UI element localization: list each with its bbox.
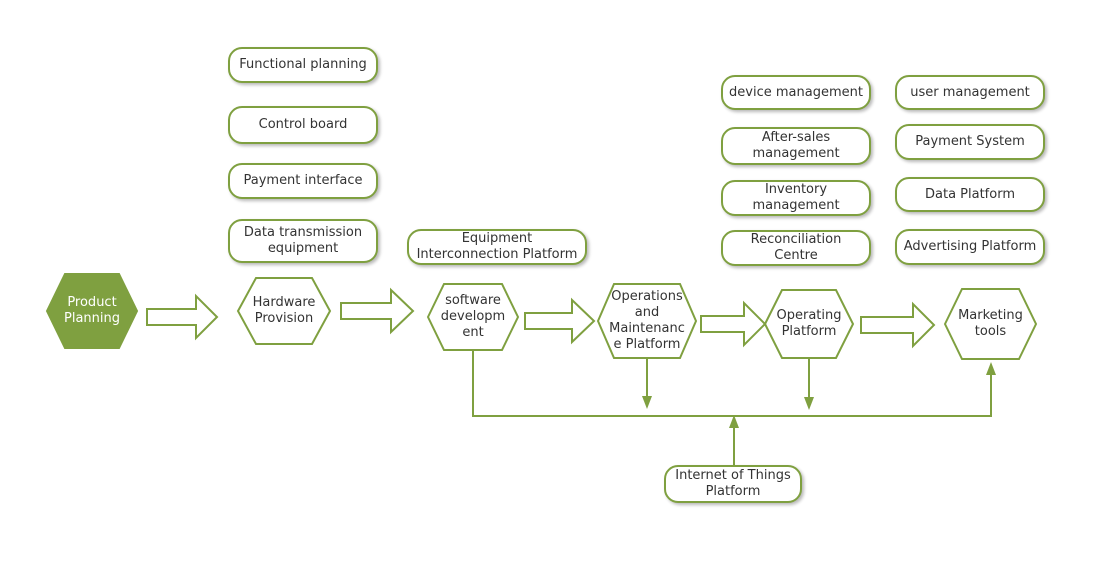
stage-product-planning: Product Planning (47, 274, 137, 348)
hex-hardware-provision (236, 277, 332, 345)
arrowhead-marketing (986, 362, 996, 375)
block-arrow-3 (524, 297, 596, 345)
hex-software-development (426, 283, 520, 351)
operating-component: Data Platform (895, 177, 1045, 212)
block-arrow-4 (700, 300, 767, 348)
hex-marketing-tools (943, 288, 1038, 360)
hardware-component: Data transmission equipment (228, 219, 378, 263)
block-arrow-5 (860, 301, 936, 349)
stage-operations-maintenance: Operations and Maintenanc e Platform (604, 284, 690, 358)
hardware-component: Payment interface (228, 163, 378, 199)
stage-label: Hardware Provision (252, 295, 316, 326)
stage-hardware-provision: Hardware Provision (238, 278, 330, 344)
hardware-component: Control board (228, 106, 378, 144)
bus-line (472, 350, 992, 417)
iot-platform: Internet of Things Platform (664, 465, 802, 503)
block-arrow-1 (146, 293, 219, 341)
stage-label: Operating Platform (776, 308, 842, 339)
arrowhead-bus (729, 415, 739, 428)
hex-operations-maintenance (596, 283, 698, 359)
operating-component: Inventory management (721, 180, 871, 216)
hex-operating-platform (763, 289, 855, 359)
operating-component: Advertising Platform (895, 229, 1045, 265)
operating-component: Payment System (895, 124, 1045, 160)
stage-marketing-tools: Marketing tools (947, 289, 1034, 359)
stage-operating-platform: Operating Platform (767, 290, 851, 358)
hex-product-planning (45, 273, 139, 349)
stage-label: software developm ent (440, 293, 506, 340)
operating-component: Reconciliation Centre (721, 230, 871, 266)
operating-component: user management (895, 75, 1045, 110)
arrowhead-operations (642, 396, 652, 409)
software-component: Equipment Interconnection Platform (407, 229, 587, 265)
hardware-component: Functional planning (228, 47, 378, 83)
block-arrow-2 (340, 287, 415, 335)
operating-component: device management (721, 75, 871, 110)
stage-software-development: software developm ent (432, 284, 514, 350)
operating-component: After-sales management (721, 127, 871, 165)
stage-label: Operations and Maintenanc e Platform (609, 289, 685, 352)
stage-label: Product Planning (64, 295, 120, 326)
arrowhead-operating (804, 397, 814, 410)
stage-label: Marketing tools (958, 308, 1023, 339)
